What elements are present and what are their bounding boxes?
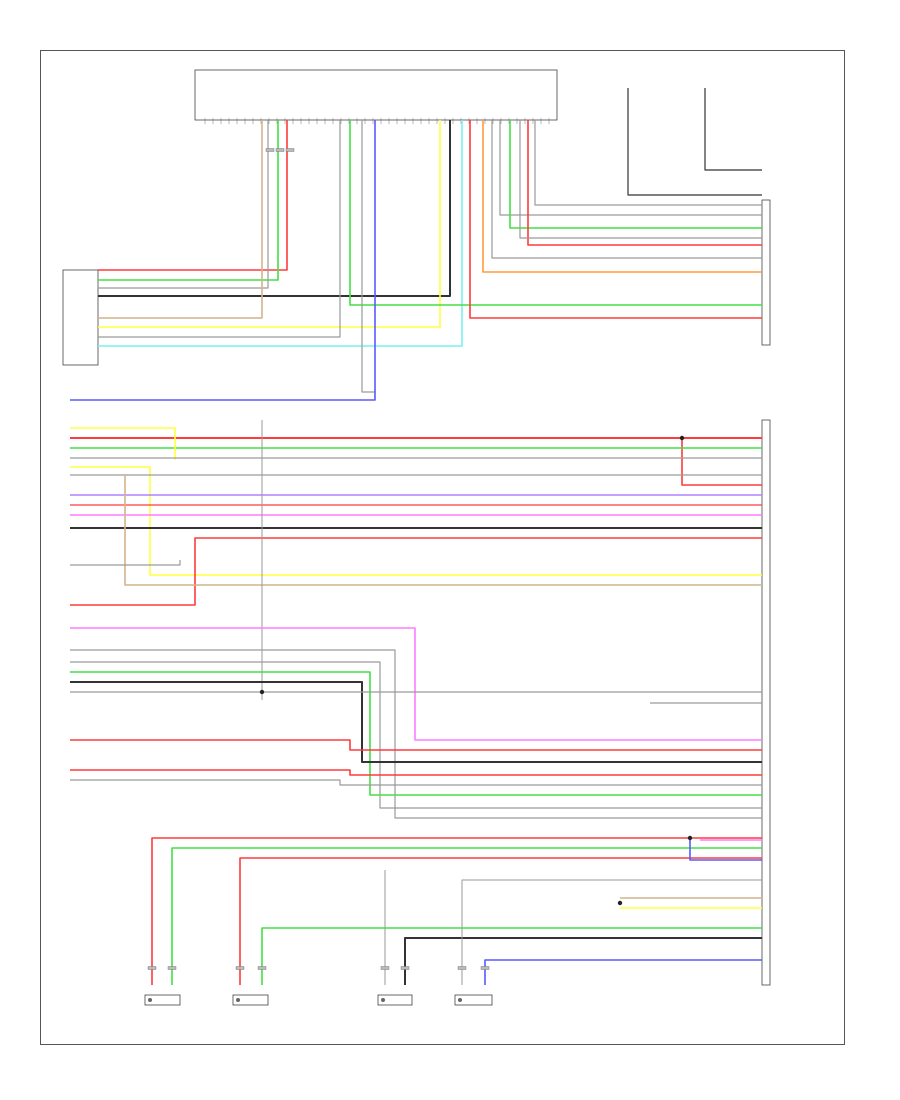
splice-dot <box>679 435 685 441</box>
wire-red-amp-2 <box>681 438 762 486</box>
wire-orange-mod-1 <box>482 120 762 273</box>
wire-tan-amp-1 <box>124 475 762 586</box>
wire-red-mod-1 <box>527 120 762 246</box>
wire-yellow-amp-1 <box>70 427 176 460</box>
wire-gray-spk-2 <box>461 879 762 985</box>
speaker-connector-pin <box>235 966 245 970</box>
amplifier-connector <box>761 419 771 986</box>
splice-dot <box>617 900 623 906</box>
woofer-speaker <box>454 994 493 1006</box>
wire-gray-amp-4 <box>70 649 762 819</box>
wire-yellow-left-1 <box>98 120 441 328</box>
speaker-connector-pin <box>480 966 490 970</box>
speaker-connector-pin <box>257 966 267 970</box>
speaker-connector-pin <box>167 966 177 970</box>
wire-red-amp-4 <box>70 537 762 606</box>
wire-gray-left-1 <box>98 120 269 289</box>
wire-red-spk-1 <box>151 837 762 985</box>
wire-tan-left-1 <box>98 120 263 319</box>
center-speaker-terminal <box>381 998 385 1002</box>
wire-cyan-left-1 <box>98 120 463 347</box>
speaker-connector-pin <box>400 966 410 970</box>
wire-gray-amp-5 <box>70 661 762 809</box>
wire-black-spk-1 <box>404 937 762 985</box>
connector-pin <box>275 148 285 152</box>
speaker-connector-pin <box>147 966 157 970</box>
wire-black-left-1 <box>98 120 451 297</box>
wire-blue-spk-1 <box>484 959 762 985</box>
wire-blue-spk-2 <box>689 838 762 861</box>
antenna-2-cable <box>704 88 762 171</box>
wire-gray-mod-3 <box>519 120 762 239</box>
wire-green-amp-2 <box>70 671 762 796</box>
speaker-module-connector <box>761 199 771 346</box>
connector-pin <box>265 148 275 152</box>
wire-red-amp-6 <box>70 769 762 776</box>
wire-blue-1 <box>70 120 376 401</box>
connector-pin <box>285 148 295 152</box>
wire-gray-amp-3 <box>70 560 181 566</box>
front-left-speaker <box>144 994 181 1006</box>
wire-gray-mod-4 <box>491 120 762 259</box>
speaker-connector-pin <box>380 966 390 970</box>
splice-dot <box>687 835 693 841</box>
front-right-speaker <box>232 994 269 1006</box>
wire-yellow-amp-2 <box>70 466 762 576</box>
center-speaker <box>377 994 413 1006</box>
wire-black-amp-2 <box>70 681 762 763</box>
wire-gray-mod-5 <box>361 120 375 393</box>
wire-red-amp-5 <box>70 739 762 751</box>
front-left-speaker-terminal <box>148 998 152 1002</box>
front-right-speaker-terminal <box>236 998 240 1002</box>
speaker-connector-pin <box>457 966 467 970</box>
wire-red-left-1 <box>98 120 288 271</box>
wire-green-mod-2 <box>349 120 762 306</box>
wire-green-spk-1 <box>171 847 762 985</box>
wire-gray-amp-7 <box>70 779 762 786</box>
splice-dot <box>259 689 265 695</box>
wire-green-mod-1 <box>509 120 762 229</box>
left-box <box>62 269 99 366</box>
top-connector <box>194 69 558 121</box>
wire-red-spk-2 <box>239 857 762 985</box>
diagram-frame <box>40 50 845 1045</box>
wire-gray-left-2 <box>98 120 341 338</box>
antenna-1-cable <box>627 88 762 196</box>
wire-pink-amp-2 <box>70 627 762 741</box>
wire-gray-mod-1 <box>534 120 762 206</box>
wire-red-mod-2 <box>469 120 762 319</box>
wire-green-left-1 <box>98 120 279 281</box>
wire-gray-mod-2 <box>499 120 762 216</box>
woofer-speaker-terminal <box>458 998 462 1002</box>
wire-green-spk-2 <box>261 927 762 985</box>
